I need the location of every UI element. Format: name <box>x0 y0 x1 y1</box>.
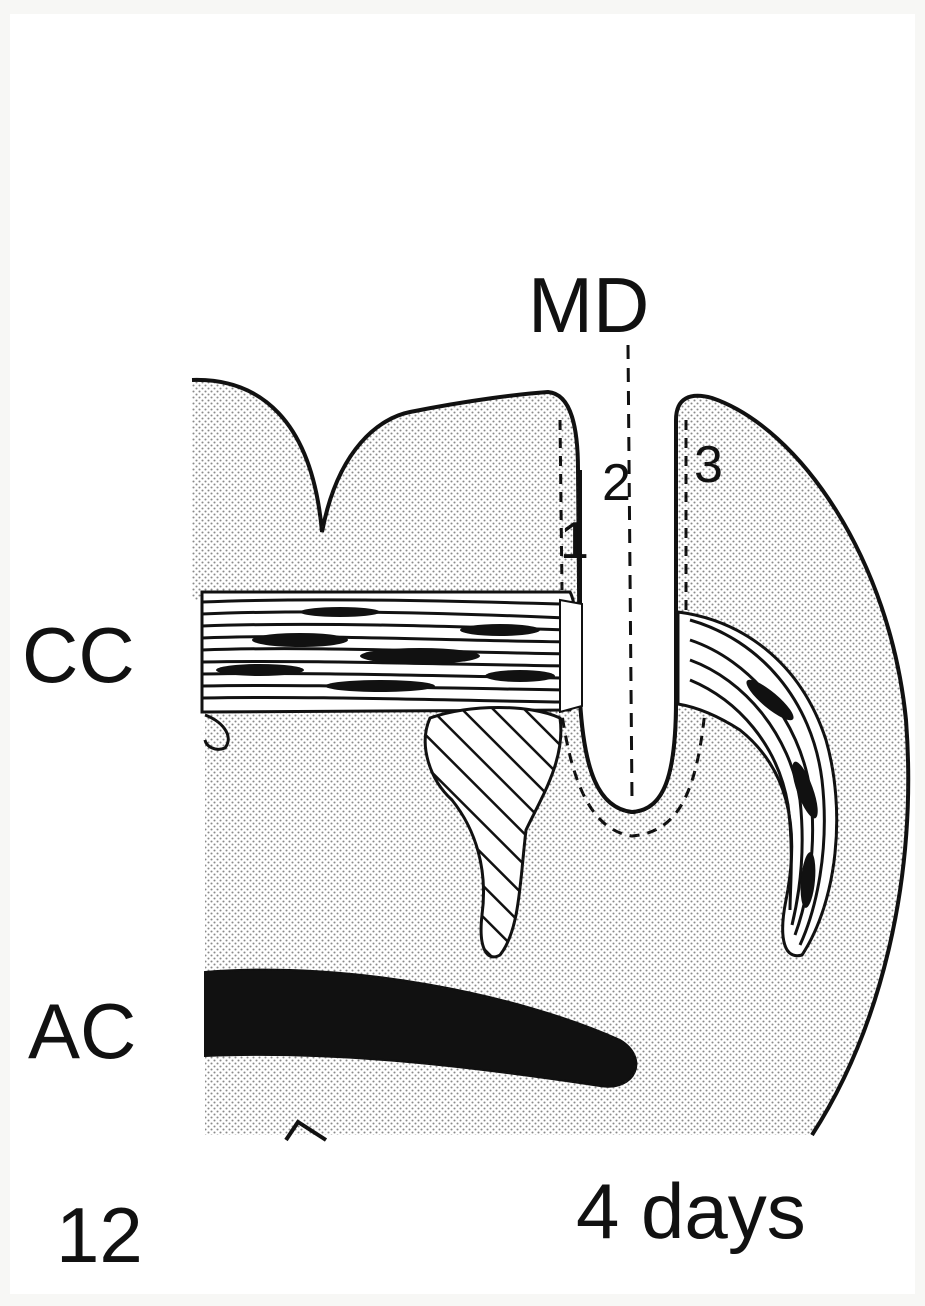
zone-label-1: 1 <box>560 512 589 570</box>
panel-number: 12 <box>56 1191 143 1279</box>
callosal-crossing <box>560 600 582 712</box>
zone-label-2: 2 <box>602 454 631 512</box>
label-cc: CC <box>22 611 135 699</box>
age-label: 4 days <box>576 1167 806 1255</box>
label-ac: AC <box>28 987 136 1075</box>
label-md: MD <box>528 261 649 349</box>
zone-label-3: 3 <box>694 436 723 494</box>
